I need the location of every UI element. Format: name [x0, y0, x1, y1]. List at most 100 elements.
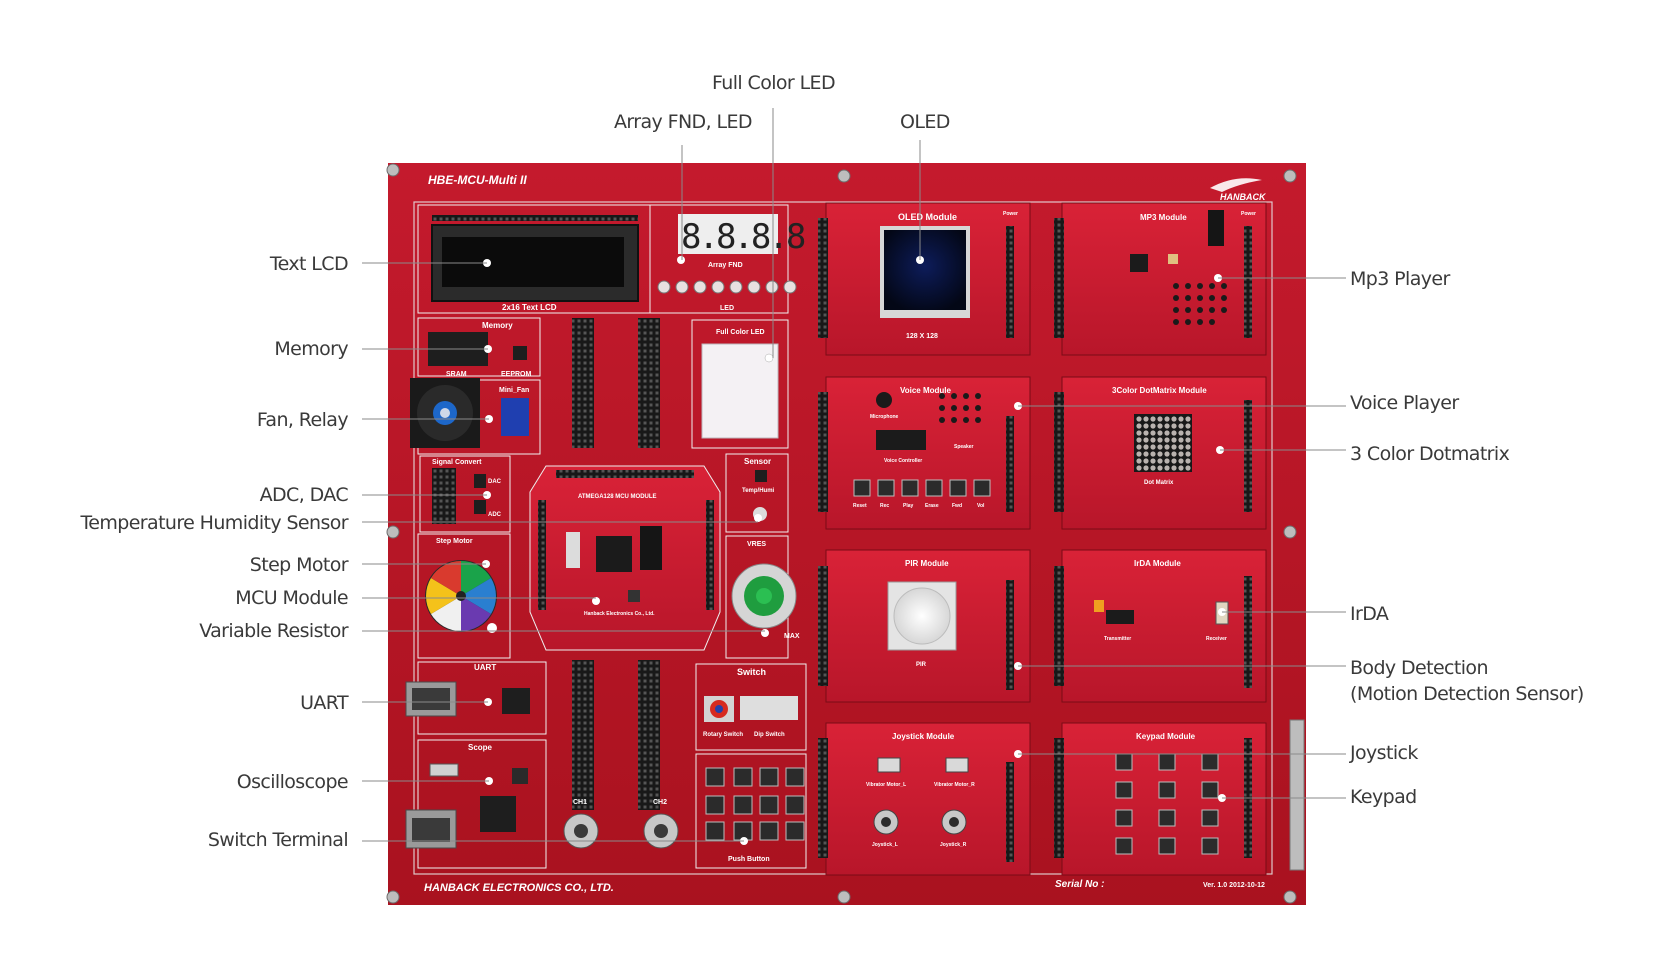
dot-matrix-led: [1136, 465, 1142, 471]
joystick-module: Joystick Module Vibrator Motor_L Vibrato…: [818, 722, 1031, 876]
svg-text:Fwd: Fwd: [952, 503, 962, 509]
serial-print: Serial No :: [1055, 879, 1104, 890]
voice-buttons: Reset Rec Play Erase Fwd Vol: [853, 479, 991, 509]
dot-matrix-led: [1143, 465, 1149, 471]
dot-matrix-led: [1171, 444, 1177, 450]
dot-matrix-led: [1164, 416, 1170, 422]
dot-matrix-led: [1178, 458, 1184, 464]
svg-text:Switch: Switch: [737, 667, 766, 677]
svg-text:Keypad Module: Keypad Module: [1136, 732, 1196, 741]
svg-text:Reset: Reset: [853, 503, 867, 509]
svg-text:Dot Matrix: Dot Matrix: [1144, 480, 1174, 486]
svg-text:Voice Module: Voice Module: [900, 386, 952, 395]
svg-text:128 X 128: 128 X 128: [906, 333, 938, 340]
callout-mcu-module: MCU Module: [235, 587, 348, 609]
dot-matrix-led: [1150, 416, 1156, 422]
callout-variable-resistor: Variable Resistor: [199, 620, 348, 642]
dot-matrix-led: [1150, 465, 1156, 471]
dot-matrix-led: [1157, 458, 1163, 464]
svg-text:3Color DotMatrix Module: 3Color DotMatrix Module: [1112, 386, 1207, 395]
callout-adc-dac: ADC, DAC: [259, 484, 349, 506]
center-headers: [572, 318, 660, 810]
dot-matrix-led: [1178, 451, 1184, 457]
dot-matrix-led: [1178, 437, 1184, 443]
dot-matrix-led: [1178, 444, 1184, 450]
callout-oscilloscope: Oscilloscope: [236, 771, 349, 793]
keypad-key: [1158, 753, 1176, 771]
array-fnd-block: 8.8.8.8 Array FND LED: [649, 204, 808, 314]
dot-matrix-led: [1185, 430, 1191, 436]
signal-convert-block: Signal Convert DAC ADC: [419, 455, 511, 533]
dot-matrix-led: [1164, 423, 1170, 429]
version-print: Ver. 1.0 2012-10-12: [1203, 882, 1265, 889]
svg-text:CH1: CH1: [573, 799, 587, 806]
callout-joystick: Joystick: [1350, 742, 1418, 764]
svg-text:2x16 Text LCD: 2x16 Text LCD: [502, 303, 557, 312]
svg-text:EEPROM: EEPROM: [501, 371, 532, 378]
dot-matrix-led: [1143, 451, 1149, 457]
callout-irda: IrDA: [1350, 603, 1389, 625]
svg-text:Mini_Fan: Mini_Fan: [499, 387, 529, 394]
callout-mp3-player: Mp3 Player: [1350, 268, 1450, 290]
svg-text:Joystick_R: Joystick_R: [940, 842, 967, 848]
svg-text:MP3 Module: MP3 Module: [1140, 213, 1187, 222]
svg-text:Push Button: Push Button: [728, 856, 770, 863]
voice-module: Voice Module Microphone Voice Controller…: [818, 376, 1031, 530]
dot-matrix-led: [1178, 430, 1184, 436]
callout-temp-humidity: Temperature Humidity Sensor: [80, 512, 348, 534]
uart-block: UART: [405, 661, 547, 735]
oled-module: OLED Module 128 X 128 Power: [818, 202, 1031, 356]
fan-relay-block: Mini_Fan: [410, 378, 541, 455]
keypad-keys: [1115, 753, 1219, 855]
scope-block: Scope: [405, 739, 547, 869]
keypad-key: [1201, 837, 1219, 855]
svg-text:IrDA Module: IrDA Module: [1134, 559, 1181, 568]
dot-matrix-led: [1157, 465, 1163, 471]
led-row: [657, 280, 797, 294]
keypad-key: [1201, 753, 1219, 771]
dot-matrix-led: [1164, 465, 1170, 471]
svg-text:DAC: DAC: [488, 479, 502, 485]
dot-matrix-led: [1171, 437, 1177, 443]
dot-matrix-led: [1178, 423, 1184, 429]
callout-oled: OLED: [900, 111, 950, 133]
dot-matrix-led: [1136, 437, 1142, 443]
keypad-key: [1158, 837, 1176, 855]
full-color-led-block: Full Color LED: [691, 319, 789, 449]
dot-matrix-led: [1157, 444, 1163, 450]
dot-matrix-led: [1150, 423, 1156, 429]
dot-matrix-led: [1136, 416, 1142, 422]
dot-matrix-led: [1185, 465, 1191, 471]
company-print: HANBACK ELECTRONICS CO., LTD.: [424, 882, 614, 894]
leader-lines: [362, 108, 1346, 842]
callout-uart: UART: [300, 692, 349, 714]
dot-matrix-led: [1157, 416, 1163, 422]
mp3-module: MP3 Module Power: [1054, 202, 1267, 356]
svg-text:Transmitter: Transmitter: [1104, 636, 1131, 642]
dot-matrix-led: [1136, 444, 1142, 450]
callout-3-color-dotmatrix: 3 Color Dotmatrix: [1350, 443, 1510, 465]
svg-text:Dip Switch: Dip Switch: [754, 732, 785, 738]
svg-text:Joystick_L: Joystick_L: [872, 842, 898, 848]
dot-matrix-led: [1185, 423, 1191, 429]
irda-module: IrDA Module Transmitter Receiver: [1054, 549, 1267, 703]
svg-text:Speaker: Speaker: [954, 444, 974, 450]
svg-text:Rotary Switch: Rotary Switch: [703, 732, 743, 738]
voice-grille: [939, 393, 981, 423]
svg-text:OLED Module: OLED Module: [898, 212, 957, 222]
dot-matrix-led: [1150, 444, 1156, 450]
keypad-key: [1115, 837, 1133, 855]
svg-text:PIR: PIR: [916, 662, 927, 668]
dot-matrix-led: [1164, 458, 1170, 464]
dot-matrix-led: [1143, 430, 1149, 436]
vres-block: VRES MAX: [725, 535, 800, 659]
svg-text:Vibrator Motor_R: Vibrator Motor_R: [934, 782, 975, 788]
keypad-key: [1201, 809, 1219, 827]
pir-module: PIR Module PIR: [818, 549, 1031, 703]
svg-text:CH2: CH2: [653, 799, 667, 806]
callout-array-fnd-led: Array FND, LED: [614, 111, 752, 133]
dot-matrix-led: [1143, 458, 1149, 464]
dot-matrix-led: [1185, 451, 1191, 457]
step-motor-block: Step Motor: [417, 533, 511, 659]
dot-matrix-led: [1171, 416, 1177, 422]
